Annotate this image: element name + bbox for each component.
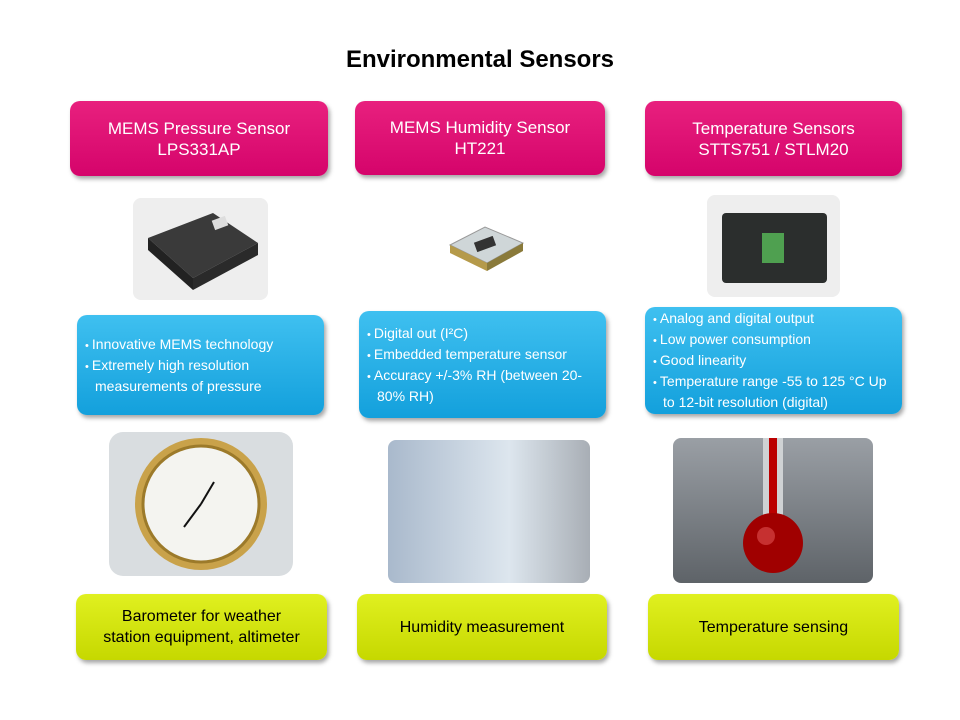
feature-bullet: Innovative MEMS technology	[85, 335, 316, 356]
thermometer-photo	[673, 438, 873, 583]
header-line: MEMS Pressure Sensor	[107, 118, 291, 138]
pressure-application-box: Barometer for weather station equipment, …	[76, 594, 327, 660]
feature-bullet: Temperature range -55 to 125 °C Up to 12…	[653, 372, 894, 412]
header-line: LPS331AP	[157, 139, 241, 159]
slide-title: Environmental Sensors	[345, 46, 615, 73]
feature-bullet: Low power consumption	[653, 330, 894, 351]
application-line: Barometer for weather	[121, 608, 282, 625]
header-line: Temperature Sensors	[692, 118, 855, 138]
application-line: Temperature sensing	[698, 618, 849, 636]
temperature-application-box: Temperature sensing	[648, 594, 899, 660]
humidity-sensor-chip-image	[445, 215, 528, 275]
humidity-features-box: Digital out (I²C) Embedded temperature s…	[359, 311, 606, 418]
temperature-sensor-chip-image	[707, 195, 840, 297]
feature-bullet: Good linearity	[653, 351, 894, 372]
temperature-features-box: Analog and digital output Low power cons…	[645, 307, 902, 414]
header-line: HT221	[454, 139, 506, 158]
feature-bullet: Analog and digital output	[653, 309, 894, 330]
barometer-photo	[109, 432, 293, 576]
feature-bullet: Extremely high resolution measurements o…	[85, 356, 316, 396]
feature-bullet: Digital out (I²C)	[367, 324, 598, 345]
pressure-features-box: Innovative MEMS technology Extremely hig…	[77, 315, 324, 415]
feature-bullet: Embedded temperature sensor	[367, 345, 598, 366]
pressure-sensor-chip-image	[133, 198, 268, 300]
application-line: Humidity measurement	[399, 618, 565, 636]
header-line: STTS751 / STLM20	[698, 139, 849, 159]
humidity-application-box: Humidity measurement	[357, 594, 607, 660]
condensation-photo	[388, 440, 590, 583]
feature-bullet: Accuracy +/-3% RH (between 20-80% RH)	[367, 366, 598, 406]
header-line: MEMS Humidity Sensor	[389, 118, 571, 137]
application-line: station equipment, altimeter	[103, 629, 300, 646]
